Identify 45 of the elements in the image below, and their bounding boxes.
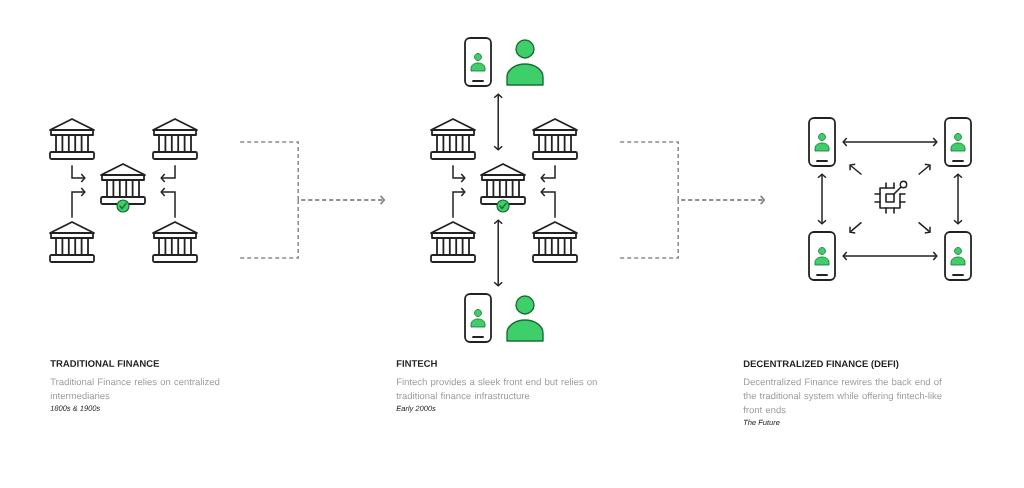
arrow: [842, 251, 938, 261]
phone-icon: [464, 293, 492, 343]
bank-icon: [100, 163, 146, 213]
section-heading: DECENTRALIZED FINANCE (DEFI): [743, 360, 899, 370]
arrow: [452, 164, 466, 183]
person-icon: [506, 295, 544, 342]
description: Fintech provides a sleek front end but relies on traditional finance infrastructure: [396, 378, 597, 400]
arrow: [160, 164, 176, 183]
arrow: [917, 221, 931, 234]
section-heading: TRADITIONAL FINANCE: [50, 360, 160, 367]
arrow: [849, 163, 863, 176]
bank-icon: [49, 118, 95, 160]
bank-icon: [532, 118, 578, 160]
arrow: [540, 187, 556, 219]
arrow: [917, 163, 931, 176]
chip-icon: [874, 180, 908, 214]
bank-icon: [480, 163, 526, 213]
bank-icon: [430, 118, 476, 160]
arrow: [160, 187, 176, 219]
phone-icon: [944, 117, 972, 167]
arrow: [493, 219, 503, 287]
phone-icon: [808, 117, 836, 167]
arrow: [817, 173, 827, 225]
description: Decentralized Finance rewires the back end of the traditional system while offering fintech-like front ends: [743, 378, 942, 414]
arrow: [842, 137, 938, 147]
arrow: [452, 187, 466, 219]
arrow: [849, 221, 863, 234]
arrow: [953, 173, 963, 225]
arrow: [71, 164, 86, 183]
phone-icon: [808, 231, 836, 281]
phone-icon: [464, 37, 492, 87]
description: Traditional Finance relies on centralized intermediaries: [50, 378, 220, 400]
bank-icon: [49, 221, 95, 263]
arrow: [493, 93, 503, 151]
bank-icon: [152, 118, 198, 160]
arrow: [540, 164, 556, 183]
phone-icon: [944, 231, 972, 281]
bank-icon: [430, 221, 476, 263]
bank-icon: [532, 221, 578, 263]
section-heading: FINTECH: [396, 360, 437, 367]
bank-icon: [152, 221, 198, 263]
bracket-arrow: [239, 195, 386, 259]
bracket-arrow: [619, 195, 766, 259]
person-icon: [506, 39, 544, 86]
arrow: [71, 187, 86, 219]
